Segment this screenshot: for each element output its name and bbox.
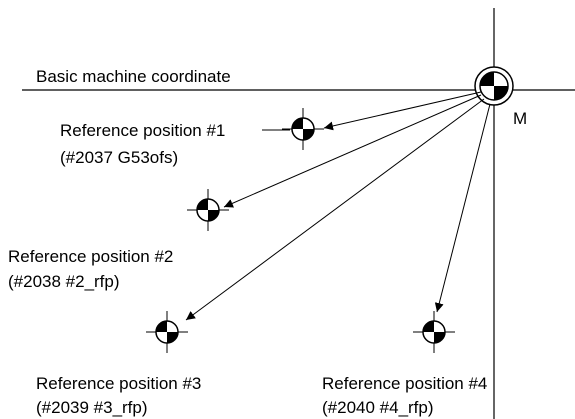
reference-marker-4 bbox=[413, 311, 455, 353]
arrow-to-reference-2 bbox=[223, 94, 482, 208]
reference-1-name: Reference position #1 bbox=[60, 121, 225, 140]
reference-4-name: Reference position #4 bbox=[322, 374, 487, 393]
arrow-to-reference-1 bbox=[323, 91, 482, 131]
machine-origin-symbol bbox=[474, 66, 514, 106]
reference-3-param: (#2039 #3_rfp) bbox=[36, 398, 148, 417]
reference-marker-3 bbox=[146, 311, 188, 353]
reference-2-param: (#2038 #2_rfp) bbox=[8, 272, 120, 291]
arrow-to-reference-4 bbox=[434, 103, 491, 313]
reference-2-name: Reference position #2 bbox=[8, 247, 173, 266]
origin-label: M bbox=[513, 109, 527, 128]
reference-marker-1 bbox=[282, 108, 324, 150]
arrow-to-reference-3 bbox=[185, 98, 485, 321]
reference-3-name: Reference position #3 bbox=[36, 374, 201, 393]
reference-1-param: (#2037 G53ofs) bbox=[60, 148, 178, 167]
axis-label: Basic machine coordinate bbox=[36, 67, 231, 86]
reference-marker-2 bbox=[187, 189, 229, 231]
reference-4-param: (#2040 #4_rfp) bbox=[322, 398, 434, 417]
